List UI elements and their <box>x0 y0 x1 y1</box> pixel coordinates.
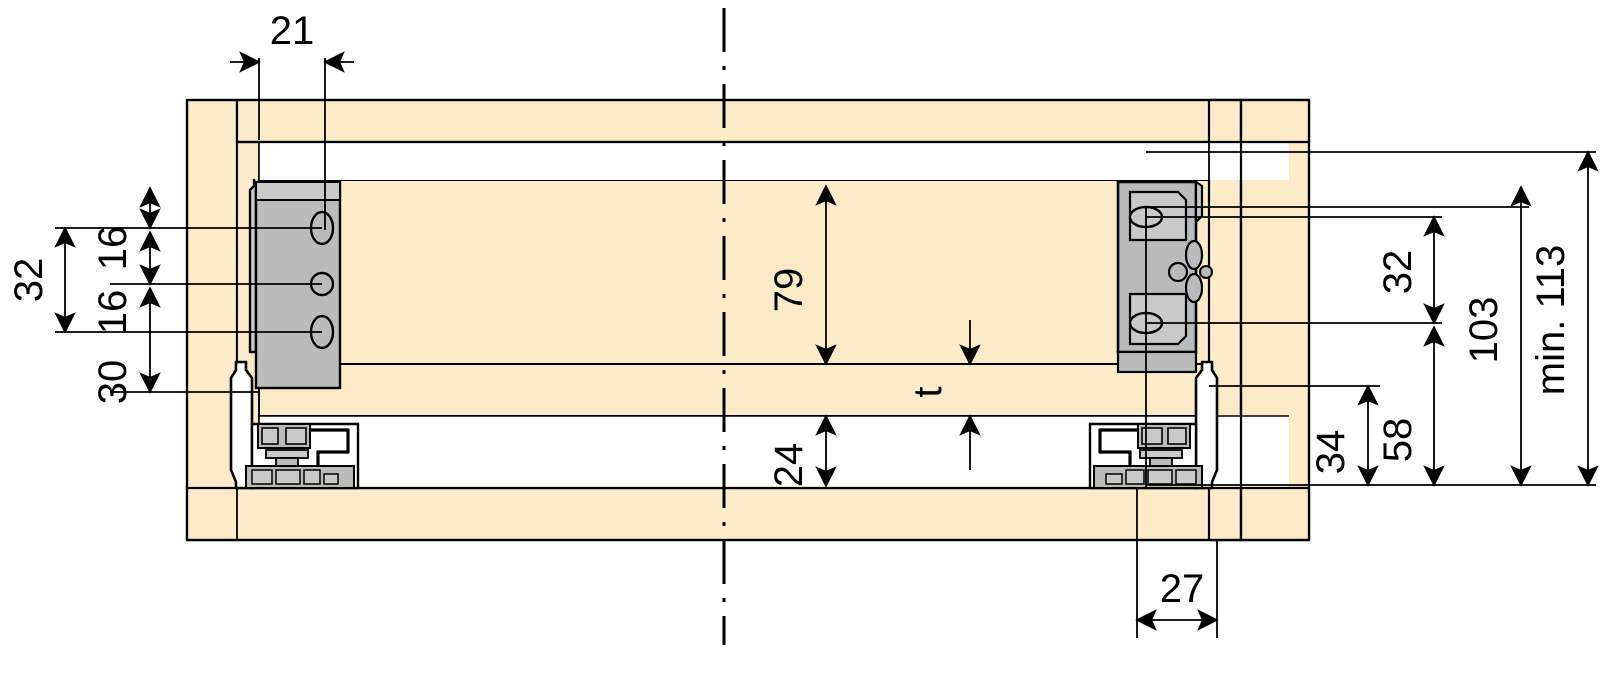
dimension-label-27: 27 <box>1160 567 1205 611</box>
dimension-label-min-113: min. 113 <box>1529 245 1573 395</box>
left-carriage-detail-f <box>323 473 339 485</box>
dimension-label-32-right: 32 <box>1376 250 1420 295</box>
dimension-label-34: 34 <box>1309 430 1353 475</box>
left-carriage-detail-b <box>285 427 307 445</box>
dimension-label-58: 58 <box>1376 418 1420 463</box>
right-carriage-stem <box>1149 457 1173 467</box>
dimension-label-30: 30 <box>91 360 135 405</box>
right-runner-profile-outer <box>1194 360 1219 490</box>
left-carriage-detail-d <box>275 469 301 485</box>
dimension-label-16-upper: 16 <box>91 226 135 271</box>
right-bracket-hole-center-right <box>1199 265 1213 279</box>
right-carriage-detail-c <box>1175 469 1197 485</box>
dimension-label-16-lower: 16 <box>91 290 135 335</box>
dimension-label-21: 21 <box>270 9 315 53</box>
right-carriage-detail-d <box>1147 469 1173 485</box>
right-bracket-slot-lower <box>1184 272 1204 304</box>
left-bracket-top-rail <box>255 181 341 201</box>
left-carriage-stem <box>275 457 299 467</box>
right-carriage-detail-a <box>1141 427 1163 445</box>
right-bracket-lip <box>1194 180 1204 224</box>
left-carriage-plate <box>265 449 309 459</box>
top-panel-band <box>235 98 1311 144</box>
right-carriage-detail-e <box>1125 469 1145 485</box>
dimension-21: 21 <box>230 9 354 230</box>
bottom-panel-band <box>185 486 1311 542</box>
right-bracket-slot-upper <box>1184 239 1204 271</box>
left-runner-profile-outer <box>229 360 254 490</box>
dimension-label-32-left: 32 <box>7 258 51 303</box>
dimension-label-79: 79 <box>767 268 811 313</box>
right-bracket-hole-center-left <box>1167 261 1189 283</box>
left-carriage-detail-c <box>251 469 273 485</box>
right-carriage-detail-f <box>1105 473 1123 485</box>
left-cabinet-side-panel <box>185 98 239 542</box>
left-carriage-detail-e <box>303 469 321 485</box>
right-dimension-group: 32 34 58 103 min. 113 <box>1145 150 1599 488</box>
center-dimension-group: 79 24 t <box>767 184 981 488</box>
dimension-label-24: 24 <box>767 443 811 488</box>
dimension-label-t: t <box>906 386 950 397</box>
left-dimension-group: 32 16 16 30 <box>7 186 322 405</box>
left-slide-runner <box>229 360 360 490</box>
dimension-27: 27 <box>1135 488 1219 638</box>
right-bracket-base <box>1116 350 1198 374</box>
left-carriage-detail-a <box>261 427 279 445</box>
dimension-label-103: 103 <box>1462 297 1506 364</box>
right-carriage-detail-b <box>1167 427 1187 445</box>
